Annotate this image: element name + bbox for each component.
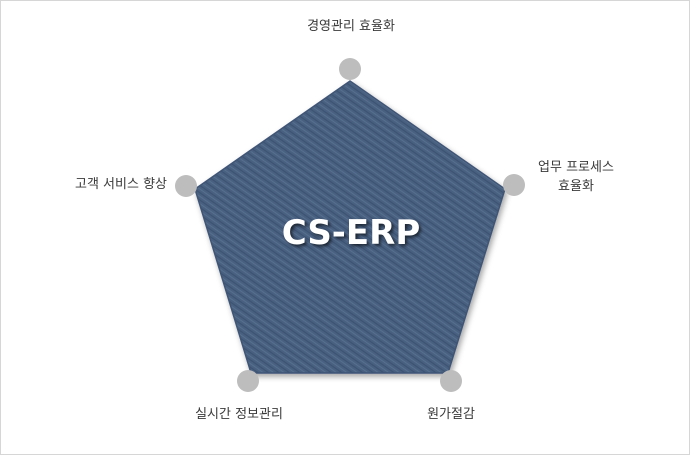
node-label-bottom-left: 실시간 정보관리 [195, 407, 283, 422]
node-dot-right [503, 174, 525, 196]
node-label-right: 업무 프로세스 효율화 [531, 158, 621, 196]
node-label-top: 경영관리 효율화 [307, 19, 395, 34]
node-dot-bottom-right [440, 370, 462, 392]
node-label-right-line2: 효율화 [558, 179, 594, 194]
node-dot-left [175, 175, 197, 197]
node-label-right-line1: 업무 프로세스 [538, 160, 614, 175]
node-dot-bottom-left [237, 370, 259, 392]
center-label: CS-ERP [281, 213, 421, 253]
node-label-left: 고객 서비스 향상 [75, 177, 167, 192]
node-label-bottom-right: 원가절감 [427, 407, 475, 422]
pentagon-shape [194, 80, 506, 374]
node-dot-top [339, 58, 361, 80]
